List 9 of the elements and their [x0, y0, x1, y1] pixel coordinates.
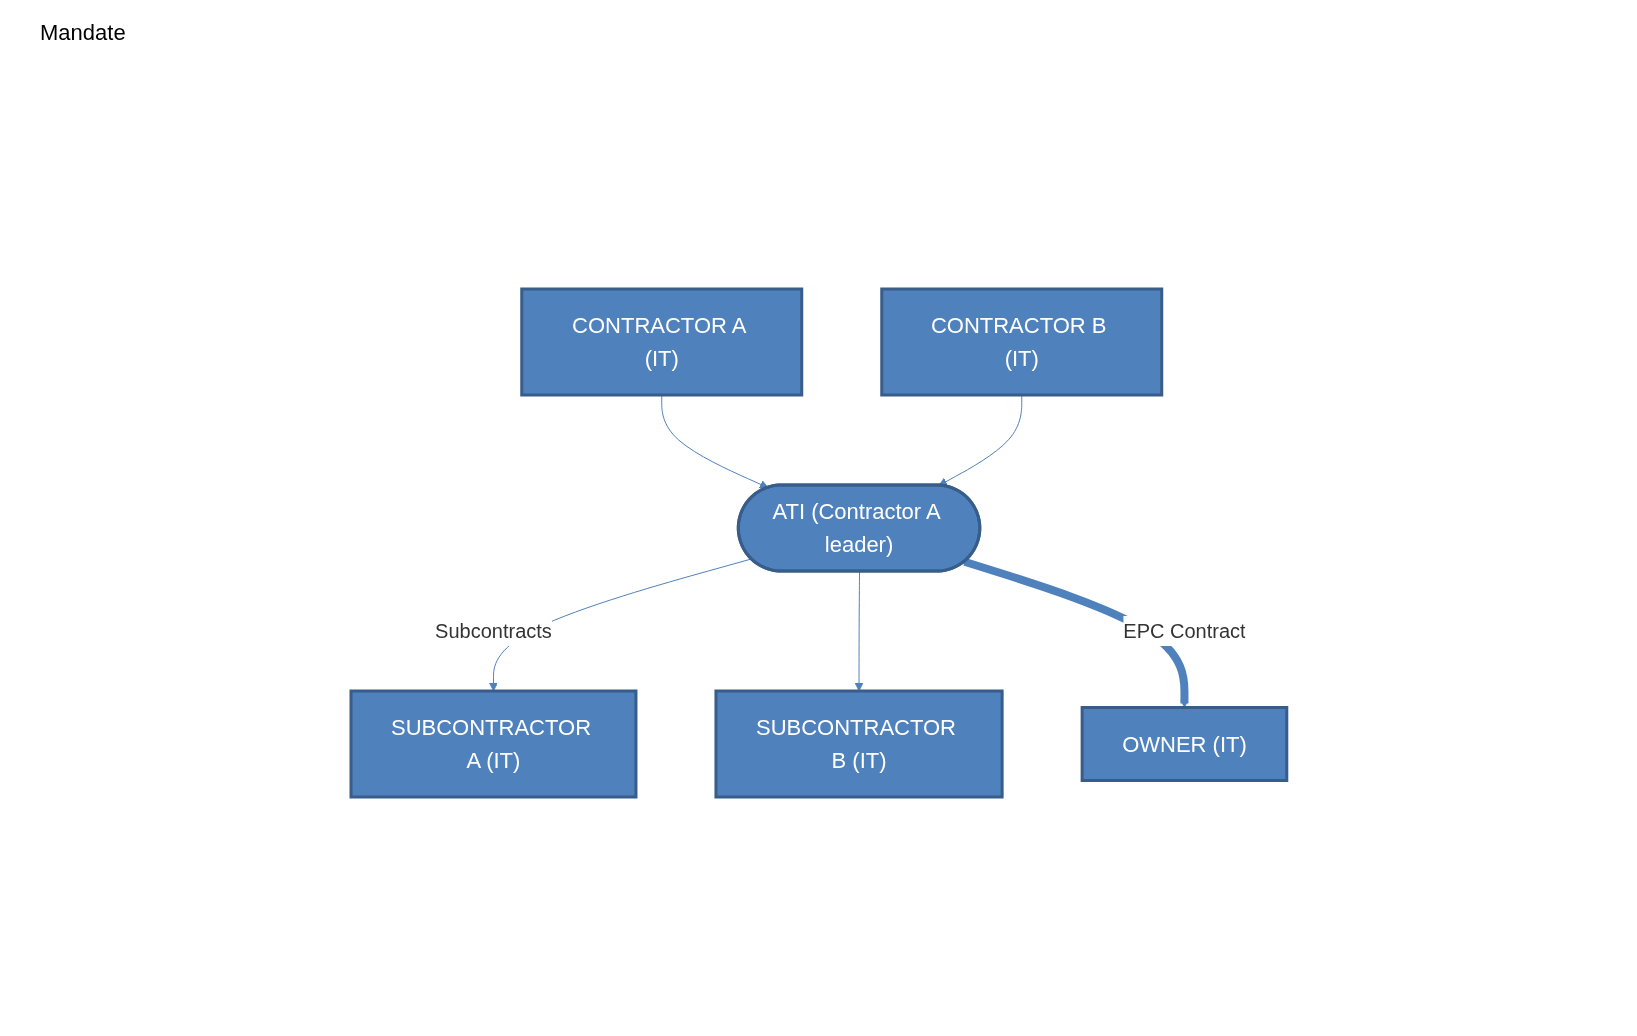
annotation-text: Mandate [40, 20, 126, 46]
node-box: SUBCONTRACTOR A (IT) [349, 689, 638, 799]
node-box: OWNER (IT) [1080, 706, 1288, 782]
arrow [854, 571, 864, 692]
edge-label: Subcontracts [434, 620, 552, 642]
node-box: CONTRACTOR A (IT) [519, 287, 803, 397]
node-box: CONTRACTOR B (IT) [879, 287, 1163, 397]
edge-label: EPC Contract [1122, 620, 1246, 642]
node-box: SUBCONTRACTOR B (IT) [714, 689, 1004, 799]
